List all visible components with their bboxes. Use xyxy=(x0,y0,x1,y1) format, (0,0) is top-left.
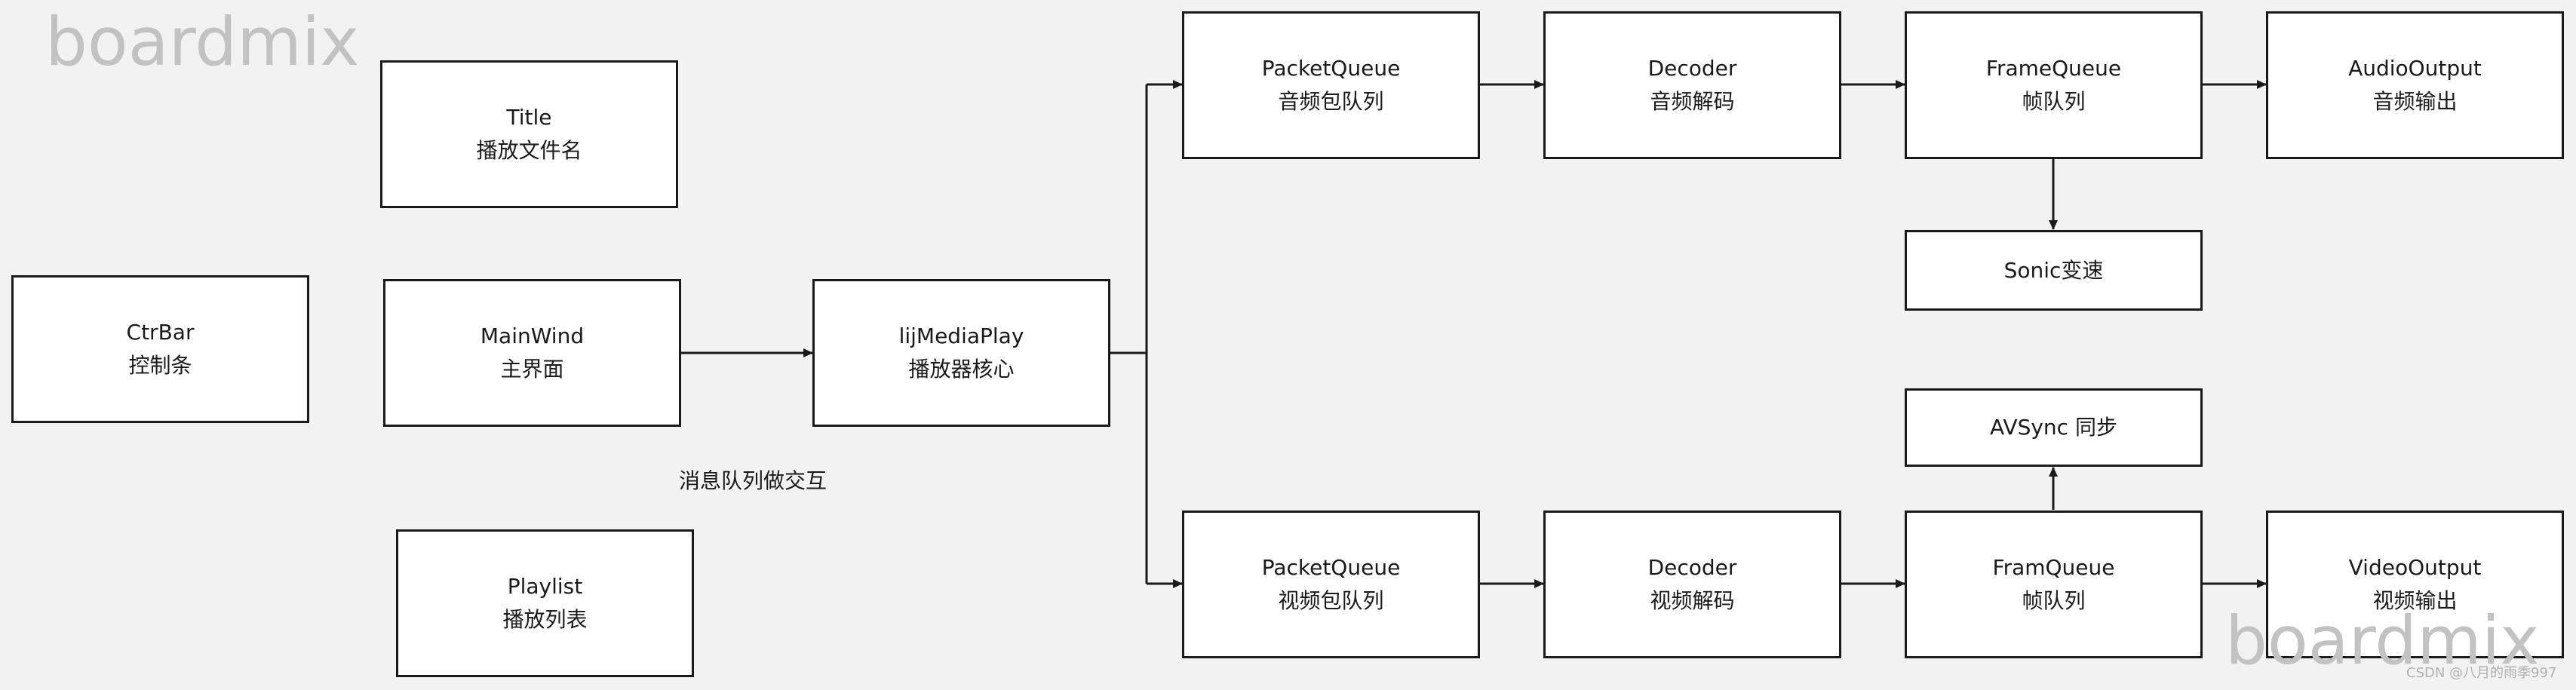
node-avsync: AVSync 同步 xyxy=(1905,388,2203,467)
node-video-decoder: Decoder 视频解码 xyxy=(1543,511,1841,658)
node-audio-decoder-name: Decoder xyxy=(1647,56,1737,81)
node-audio-packet-queue: PacketQueue 音频包队列 xyxy=(1182,11,1480,159)
node-core: lijMediaPlay 播放器核心 xyxy=(812,279,1110,427)
node-video-frame-queue-name: FramQueue xyxy=(1992,555,2115,580)
node-audio-frame-queue-name: FrameQueue xyxy=(1985,56,2122,81)
node-mainwind-name: MainWind xyxy=(480,324,585,348)
message-queue-label: 消息队列做交互 xyxy=(679,468,827,493)
node-video-output-desc: 视频输出 xyxy=(2372,588,2458,613)
edge-core-branch xyxy=(1110,84,1148,584)
node-audio-frame-queue-desc: 帧队列 xyxy=(2022,89,2086,114)
node-mainwind: MainWind 主界面 xyxy=(383,279,681,427)
node-mainwind-desc: 主界面 xyxy=(500,357,564,382)
node-playlist-name: Playlist xyxy=(507,574,583,599)
boardmix-watermark-top: boardmix xyxy=(45,3,360,81)
node-audio-packet-queue-desc: 音频包队列 xyxy=(1278,89,1384,114)
node-video-decoder-desc: 视频解码 xyxy=(1650,588,1735,613)
node-playlist: Playlist 播放列表 xyxy=(396,529,694,677)
node-audio-output-name: AudioOutput xyxy=(2348,56,2482,81)
node-video-frame-queue: FramQueue 帧队列 xyxy=(1905,511,2203,658)
node-title: Title 播放文件名 xyxy=(380,60,678,208)
node-video-output: VideoOutput 视频输出 xyxy=(2266,511,2564,658)
node-title-name: Title xyxy=(506,105,552,130)
node-core-name: lijMediaPlay xyxy=(898,324,1024,348)
node-video-packet-queue: PacketQueue 视频包队列 xyxy=(1182,511,1480,658)
node-audio-frame-queue: FrameQueue 帧队列 xyxy=(1905,11,2203,159)
node-audio-output-desc: 音频输出 xyxy=(2372,89,2458,114)
csdn-credit: CSDN @八月的雨季997 xyxy=(2406,665,2557,681)
node-video-packet-queue-desc: 视频包队列 xyxy=(1278,588,1384,613)
node-ctrbar-desc: 控制条 xyxy=(128,353,192,378)
node-playlist-desc: 播放列表 xyxy=(502,607,588,632)
node-sonic: Sonic变速 xyxy=(1905,230,2203,311)
node-audio-decoder-desc: 音频解码 xyxy=(1650,89,1735,114)
node-video-packet-queue-name: PacketQueue xyxy=(1261,555,1401,580)
node-audio-output: AudioOutput 音频输出 xyxy=(2266,11,2564,159)
node-ctrbar: CtrBar 控制条 xyxy=(11,275,309,423)
boardmix-watermark-bottom: boardmix xyxy=(2225,602,2540,679)
node-title-desc: 播放文件名 xyxy=(476,138,582,163)
node-ctrbar-name: CtrBar xyxy=(126,320,195,345)
node-audio-packet-queue-name: PacketQueue xyxy=(1261,56,1401,81)
node-audio-decoder: Decoder 音频解码 xyxy=(1543,11,1841,159)
node-core-desc: 播放器核心 xyxy=(908,357,1015,382)
node-sonic-name: Sonic变速 xyxy=(2003,257,2104,283)
node-avsync-name: AVSync 同步 xyxy=(1990,415,2117,440)
node-video-frame-queue-desc: 帧队列 xyxy=(2022,588,2086,613)
node-video-decoder-name: Decoder xyxy=(1647,555,1737,580)
node-video-output-name: VideoOutput xyxy=(2348,555,2482,580)
